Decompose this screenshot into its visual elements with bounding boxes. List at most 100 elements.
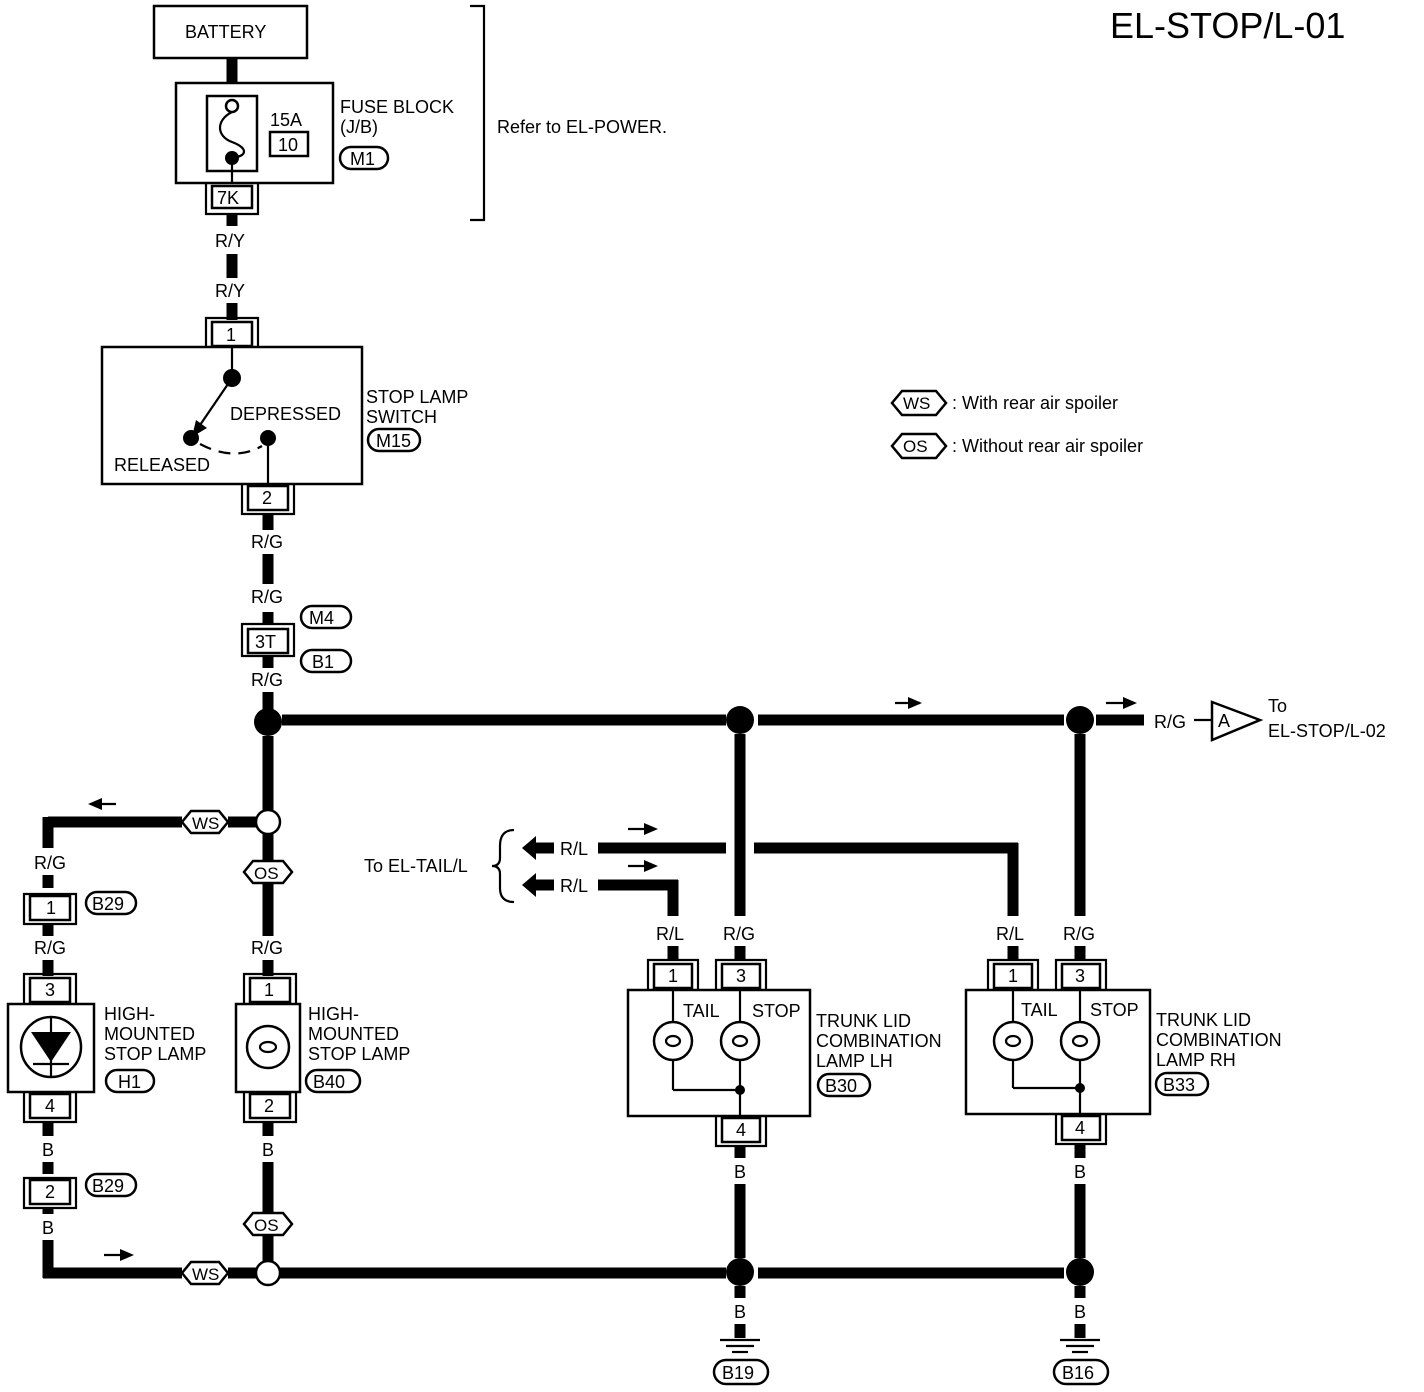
- wire-label-rg-ws-1: R/G: [34, 853, 66, 873]
- fuse-block-connector: M1: [350, 149, 375, 169]
- rh-stop-label: STOP: [1090, 1000, 1139, 1020]
- rh-name-1: TRUNK LID: [1156, 1010, 1251, 1030]
- to-next-tag: A: [1218, 711, 1230, 731]
- legend-os-tag: OS: [903, 437, 928, 456]
- lh-tail-label: TAIL: [683, 1001, 720, 1021]
- fuse-rating: 15A: [270, 110, 302, 130]
- high-mounted-stop-lamp-b40: 1 2 HIGH- MOUNTED STOP LAMP B40: [234, 972, 410, 1124]
- lh-pin-stop: 3: [736, 966, 746, 986]
- joint-connector: 3T M4 B1: [240, 604, 353, 674]
- rh-wire-rg: R/G: [1063, 924, 1095, 944]
- rh-name-3: LAMP RH: [1156, 1050, 1236, 1070]
- os-tag-bottom: OS: [254, 1216, 279, 1235]
- h1-name-3: STOP LAMP: [104, 1044, 206, 1064]
- trunk-lid-lamp-rh: 1 3 TAIL STOP 4 TRUNK LID COMBINATION LA…: [964, 958, 1282, 1146]
- wire-label-rg-os: R/G: [251, 938, 283, 958]
- b40-pin-in: 1: [264, 980, 274, 1000]
- lh-name-1: TRUNK LID: [816, 1011, 911, 1031]
- switch-pin-out: 2: [262, 488, 272, 508]
- joint-pin: 3T: [255, 632, 276, 652]
- wire-label-rg-2: R/G: [251, 587, 283, 607]
- rh-wire-rl: R/L: [996, 924, 1024, 944]
- wire-label-b-ws-1: B: [42, 1140, 54, 1160]
- joint-connector-lower: B1: [312, 652, 334, 672]
- wire-label-rl-2: R/L: [560, 876, 588, 896]
- legend-ws-tag: WS: [903, 394, 930, 413]
- wire-label-b-os: B: [262, 1140, 274, 1160]
- battery-label: BATTERY: [185, 22, 266, 42]
- switch-name-2: SWITCH: [366, 407, 437, 427]
- switch-connector: M15: [376, 431, 411, 451]
- h1-pin-in: 3: [45, 980, 55, 1000]
- ws-tag-bottom: WS: [192, 1265, 219, 1284]
- b40-name-1: HIGH-: [308, 1004, 359, 1024]
- ground-right-wire-b: B: [1074, 1302, 1086, 1322]
- fuse-block-name-2: (J/B): [340, 117, 378, 137]
- switch-state-released: RELEASED: [114, 455, 210, 475]
- b29-pin-top: 1: [46, 898, 56, 918]
- lh-wire-rl: R/L: [656, 924, 684, 944]
- wire-label-rg-bus: R/G: [1154, 712, 1186, 732]
- b29-pin-bottom: 2: [45, 1182, 55, 1202]
- tail-brace: [491, 828, 515, 904]
- to-next-line1: To: [1268, 696, 1287, 716]
- rh-connector: B33: [1163, 1075, 1195, 1095]
- ground-right: B16: [1052, 1324, 1110, 1386]
- b29-connector-bottom: B29: [92, 1176, 124, 1196]
- fuse-number: 10: [278, 135, 298, 155]
- fuse-terminal: 7K: [217, 188, 239, 208]
- lh-stop-label: STOP: [752, 1001, 801, 1021]
- diagram-id: EL-STOP/L-01: [1110, 5, 1345, 46]
- ground-left: B19: [712, 1324, 770, 1386]
- legend: WS : With rear air spoiler OS : Without …: [890, 389, 1143, 460]
- ground-left-connector: B19: [722, 1363, 754, 1383]
- high-mounted-stop-lamp-h1: 3 4 HIGH- MOUNTED STOP LAMP H1: [6, 972, 206, 1124]
- wire-label-ry-2: R/Y: [215, 281, 245, 301]
- rh-pin-tail: 1: [1008, 966, 1018, 986]
- ground-right-connector: B16: [1062, 1363, 1094, 1383]
- wire-label-rg-1: R/G: [251, 532, 283, 552]
- switch-name-1: STOP LAMP: [366, 387, 468, 407]
- rh-tail-label: TAIL: [1021, 1000, 1058, 1020]
- rh-pin-stop: 3: [1075, 966, 1085, 986]
- b40-pin-out: 2: [264, 1096, 274, 1116]
- fuse-block: 15A 10 7K FUSE BLOCK (J/B) M1: [174, 81, 454, 216]
- lh-wire-rg: R/G: [723, 924, 755, 944]
- legend-ws-text: : With rear air spoiler: [952, 393, 1118, 413]
- wire-label-b-ws-2: B: [42, 1218, 54, 1238]
- stop-lamp-switch: 1 DEPRESSED RELEASED 2 STOP LAMP SWITCH …: [100, 316, 468, 516]
- power-note: Refer to EL-POWER.: [497, 117, 667, 137]
- h1-name-1: HIGH-: [104, 1004, 155, 1024]
- ws-tag-top: WS: [192, 814, 219, 833]
- fuse-block-name-1: FUSE BLOCK: [340, 97, 454, 117]
- rh-pin-ground: 4: [1075, 1118, 1085, 1138]
- wire-label-rg-ws-2: R/G: [34, 938, 66, 958]
- b40-connector: B40: [313, 1072, 345, 1092]
- h1-name-2: MOUNTED: [104, 1024, 195, 1044]
- lh-pin-ground: 4: [736, 1120, 746, 1140]
- lh-name-3: LAMP LH: [816, 1051, 893, 1071]
- rh-name-2: COMBINATION: [1156, 1030, 1282, 1050]
- h1-pin-out: 4: [45, 1096, 55, 1116]
- b29-connector-top: B29: [92, 894, 124, 914]
- b40-name-3: STOP LAMP: [308, 1044, 410, 1064]
- trunk-lid-lamp-lh: 1 3 TAIL STOP 4 TRUNK LID COMBINATION LA…: [626, 958, 942, 1148]
- h1-connector: H1: [118, 1072, 141, 1092]
- wire-label-rg-3: R/G: [251, 670, 283, 690]
- joint-connector-upper: M4: [309, 608, 334, 628]
- switch-state-depressed: DEPRESSED: [230, 404, 341, 424]
- lh-pin-tail: 1: [668, 966, 678, 986]
- b40-name-2: MOUNTED: [308, 1024, 399, 1044]
- wire-label-rl-1: R/L: [560, 839, 588, 859]
- wire-label-ry-1: R/Y: [215, 231, 245, 251]
- lh-name-2: COMBINATION: [816, 1031, 942, 1051]
- lh-connector: B30: [825, 1076, 857, 1096]
- ground-left-wire-b: B: [734, 1302, 746, 1322]
- battery: BATTERY: [152, 4, 309, 60]
- power-bracket: [470, 4, 486, 222]
- os-tag-top: OS: [254, 864, 279, 883]
- to-tail-label: To EL-TAIL/L: [364, 856, 468, 876]
- to-next-page: A To EL-STOP/L-02: [1194, 696, 1386, 742]
- to-next-line2: EL-STOP/L-02: [1268, 721, 1386, 741]
